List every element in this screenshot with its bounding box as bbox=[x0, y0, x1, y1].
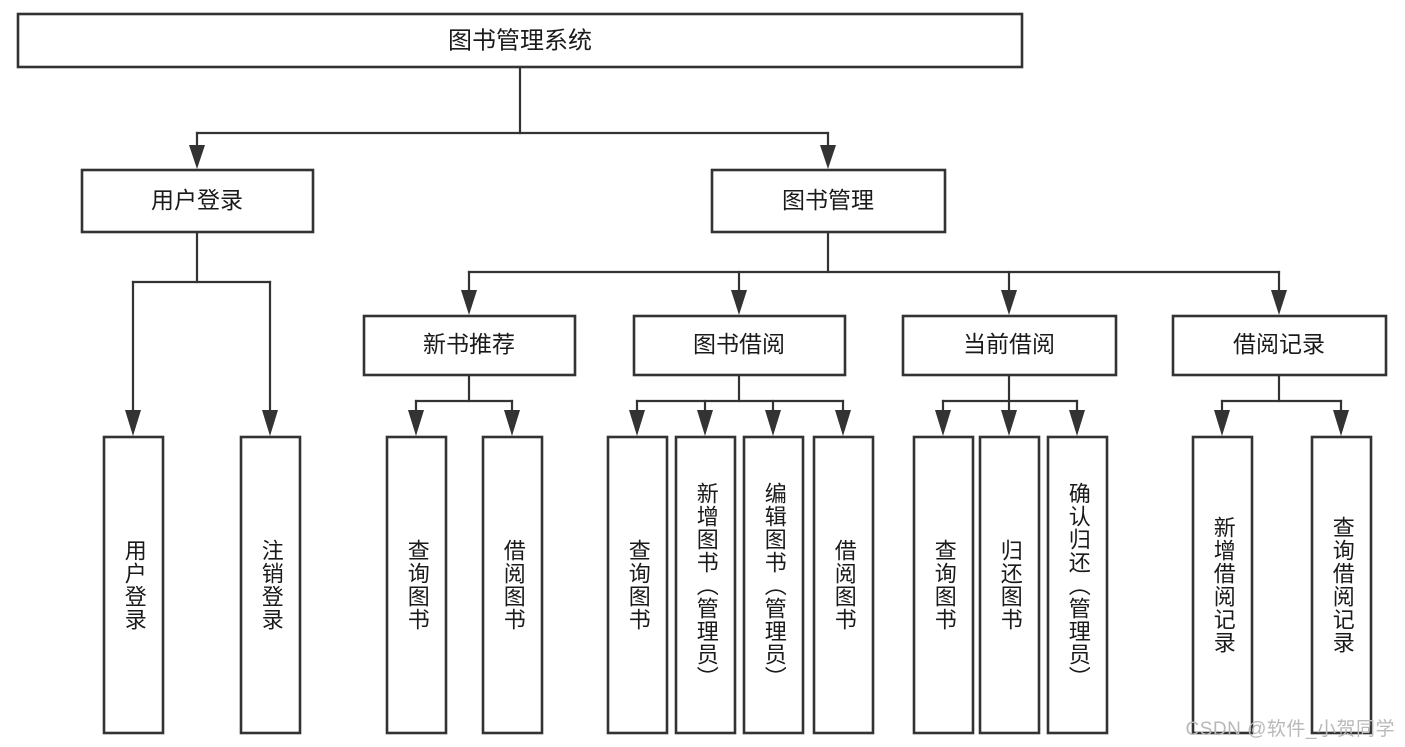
node-leaf-borrow-book-2-box[interactable] bbox=[812, 435, 875, 735]
node-leaf-confirm-return-box[interactable] bbox=[1046, 435, 1109, 735]
arrow-head-icon bbox=[765, 410, 781, 436]
node-leaf-query-book-1-box[interactable] bbox=[385, 435, 448, 735]
arrow-head-icon bbox=[189, 145, 205, 169]
node-book-management-box[interactable] bbox=[710, 168, 947, 234]
node-current-borrow-box[interactable] bbox=[901, 314, 1118, 377]
node-leaf-edit-book-box[interactable] bbox=[742, 435, 805, 735]
arrow-head-icon bbox=[835, 410, 851, 436]
node-book-management-label: 图书管理 bbox=[782, 187, 874, 213]
watermark-text: CSDN @软件_小贺同学 bbox=[1185, 719, 1395, 740]
node-leaf-logout-login-box[interactable] bbox=[239, 435, 302, 735]
node-book-borrow-box[interactable] bbox=[632, 314, 847, 377]
node-new-book-recommend-box[interactable] bbox=[362, 314, 577, 377]
node-leaf-query-record-box[interactable] bbox=[1310, 435, 1373, 735]
arrow-head-icon bbox=[629, 410, 645, 436]
arrow-head-icon bbox=[1001, 410, 1017, 436]
arrow-head-icon bbox=[1271, 290, 1287, 315]
arrow-head-icon bbox=[820, 145, 836, 169]
arrow-head-icon bbox=[461, 290, 477, 315]
node-book-borrow-label: 图书借阅 bbox=[693, 331, 785, 357]
node-leaf-add-book-box[interactable] bbox=[674, 435, 737, 735]
node-user-login-box[interactable] bbox=[80, 168, 315, 234]
node-leaf-borrow-book-1-box[interactable] bbox=[481, 435, 544, 735]
node-root-box[interactable] bbox=[16, 12, 1024, 69]
node-leaf-add-record-box[interactable] bbox=[1191, 435, 1254, 735]
node-new-book-recommend-label: 新书推荐 bbox=[423, 331, 515, 357]
node-leaf-return-book-box[interactable] bbox=[978, 435, 1041, 735]
arrow-head-icon bbox=[731, 290, 747, 315]
node-root-label: 图书管理系统 bbox=[448, 27, 592, 54]
node-current-borrow-label: 当前借阅 bbox=[963, 331, 1055, 357]
node-borrow-record-box[interactable] bbox=[1171, 314, 1388, 377]
arrow-head-icon bbox=[1069, 410, 1085, 436]
node-leaf-query-book-2-box[interactable] bbox=[606, 435, 669, 735]
node-borrow-record-label: 借阅记录 bbox=[1233, 331, 1325, 357]
arrow-head-icon bbox=[504, 410, 520, 436]
arrow-head-icon bbox=[408, 410, 424, 436]
arrow-head-icon bbox=[1333, 410, 1349, 436]
arrow-head-icon bbox=[935, 410, 951, 436]
node-user-login-label: 用户登录 bbox=[151, 187, 243, 213]
arrow-head-icon bbox=[125, 410, 141, 436]
arrow-head-icon bbox=[262, 410, 278, 436]
arrow-head-icon bbox=[1001, 290, 1017, 315]
arrow-head-icon bbox=[697, 410, 713, 436]
arrow-head-icon bbox=[1214, 410, 1230, 436]
nodes: 图书管理系统 用户登录 图书管理 新书推荐 图书借阅 当前借阅 借阅记录 bbox=[16, 12, 1388, 735]
connectors bbox=[125, 65, 1349, 436]
node-leaf-query-book-3-box[interactable] bbox=[912, 435, 975, 735]
node-leaf-user-login-box[interactable] bbox=[102, 435, 165, 735]
